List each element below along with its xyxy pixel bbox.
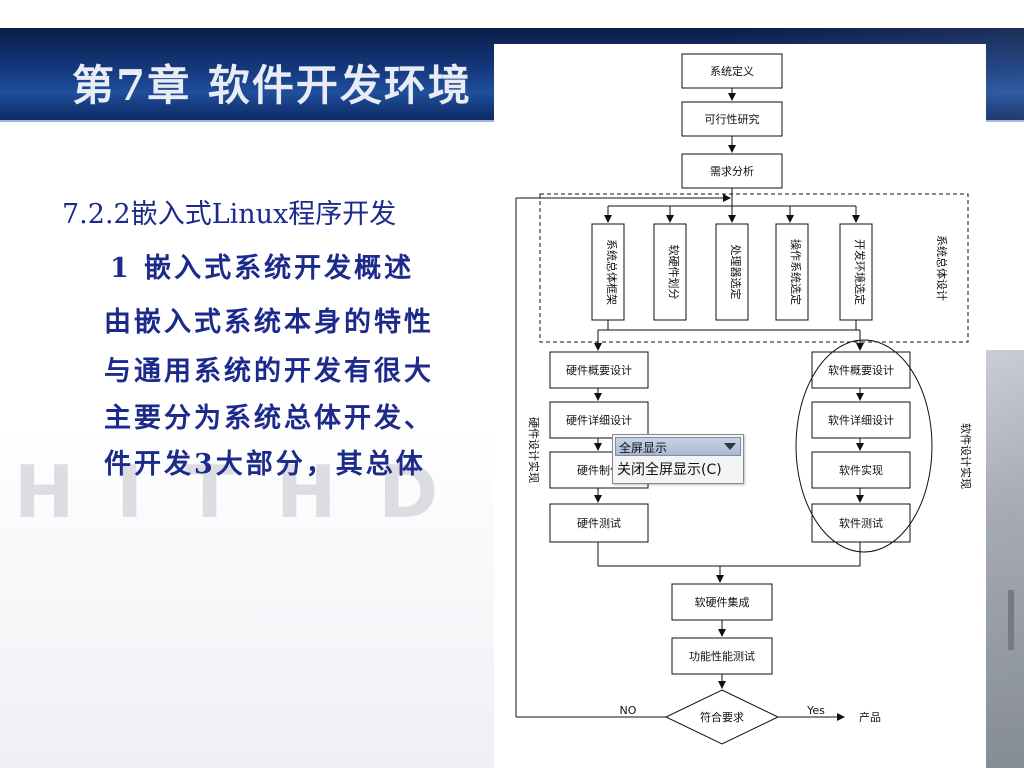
- flow-box-sw-outline: [811, 351, 911, 389]
- flow-label-no: NO: [620, 704, 637, 717]
- flow-label: 软件概要设计: [828, 363, 894, 377]
- flow-label: 软件实现: [839, 463, 883, 477]
- flow-decision: [664, 689, 780, 745]
- flow-label: 需求分析: [710, 164, 754, 178]
- flow-label: 可行性研究: [705, 112, 760, 126]
- flow-label-yes: Yes: [806, 704, 825, 717]
- paragraph-line: 主要分为系统总体开发、: [104, 403, 434, 434]
- flow-box-hw-detail: [549, 401, 649, 439]
- software-group-ellipse: [795, 339, 933, 553]
- flow-box-sw-test: [811, 503, 911, 543]
- flow-box-os: [775, 223, 809, 321]
- flow-label: 硬件制作: [577, 464, 621, 477]
- paragraph-line: 件开发3大部分，其总体: [104, 449, 426, 480]
- flow-box-partition: [653, 223, 687, 321]
- flow-label-product: 产品: [859, 710, 881, 724]
- flow-label: 处理器选定: [729, 245, 743, 300]
- flow-label: 软件测试: [839, 516, 883, 530]
- system-design-label: 系统总体设计: [935, 235, 949, 301]
- fullscreen-context-menu: 全屏显示 关闭全屏显示(C): [612, 434, 744, 484]
- flow-box-hw-test: [549, 503, 649, 543]
- flow-label: 软硬件划分: [667, 245, 681, 300]
- software-group-label: 软件设计实现: [959, 423, 973, 489]
- hardware-group-label: 硬件设计实现: [527, 417, 541, 483]
- flow-label: 硬件详细设计: [566, 413, 632, 427]
- flow-label: 操作系统选定: [789, 239, 803, 305]
- flow-label: 软硬件集成: [695, 595, 750, 609]
- subheading: 1 嵌入式系统开发概述: [110, 253, 415, 284]
- flow-box-sw-detail: [811, 401, 911, 439]
- flow-box-hw-outline: [549, 351, 649, 389]
- flow-box-processor: [715, 223, 749, 321]
- flow-label: 硬件概要设计: [566, 364, 632, 377]
- watermark-logo: HITHD: [14, 450, 481, 534]
- flow-label: 硬件测试: [577, 517, 621, 530]
- paragraph-line: 由嵌入式系统本身的特性: [104, 307, 434, 338]
- system-design-group: [539, 193, 969, 343]
- section-heading: 7.2.2嵌入式Linux程序开发: [62, 199, 397, 230]
- flow-label: 符合要求: [700, 710, 744, 724]
- slide-title: 第7章 软件开发环境: [72, 61, 472, 110]
- flow-label: 软件详细设计: [828, 413, 894, 427]
- flow-label: 功能性能测试: [689, 649, 755, 663]
- context-menu-header-label: 全屏显示: [619, 441, 668, 455]
- flowchart-diagram: 系统定义 可行性研究 需求分析 硬件概要设计 硬件详细设计 硬件制作 硬件测试 …: [515, 53, 973, 745]
- paragraph-line: 与通用系统的开发有很大: [104, 356, 434, 387]
- flow-label: 系统总体框架: [605, 239, 619, 305]
- close-fullscreen-menu-item[interactable]: 关闭全屏显示(C): [617, 462, 722, 478]
- flowchart-image: 系统定义 可行性研究 需求分析 硬件概要设计 硬件详细设计 硬件制作 硬件测试 …: [494, 44, 986, 768]
- flow-label: 系统定义: [710, 64, 754, 78]
- context-menu-header[interactable]: 全屏显示: [615, 437, 741, 456]
- flow-label: 开发环境选定: [853, 239, 867, 305]
- flow-box-sw-impl: [811, 451, 911, 489]
- dropdown-arrow-icon[interactable]: [724, 443, 736, 450]
